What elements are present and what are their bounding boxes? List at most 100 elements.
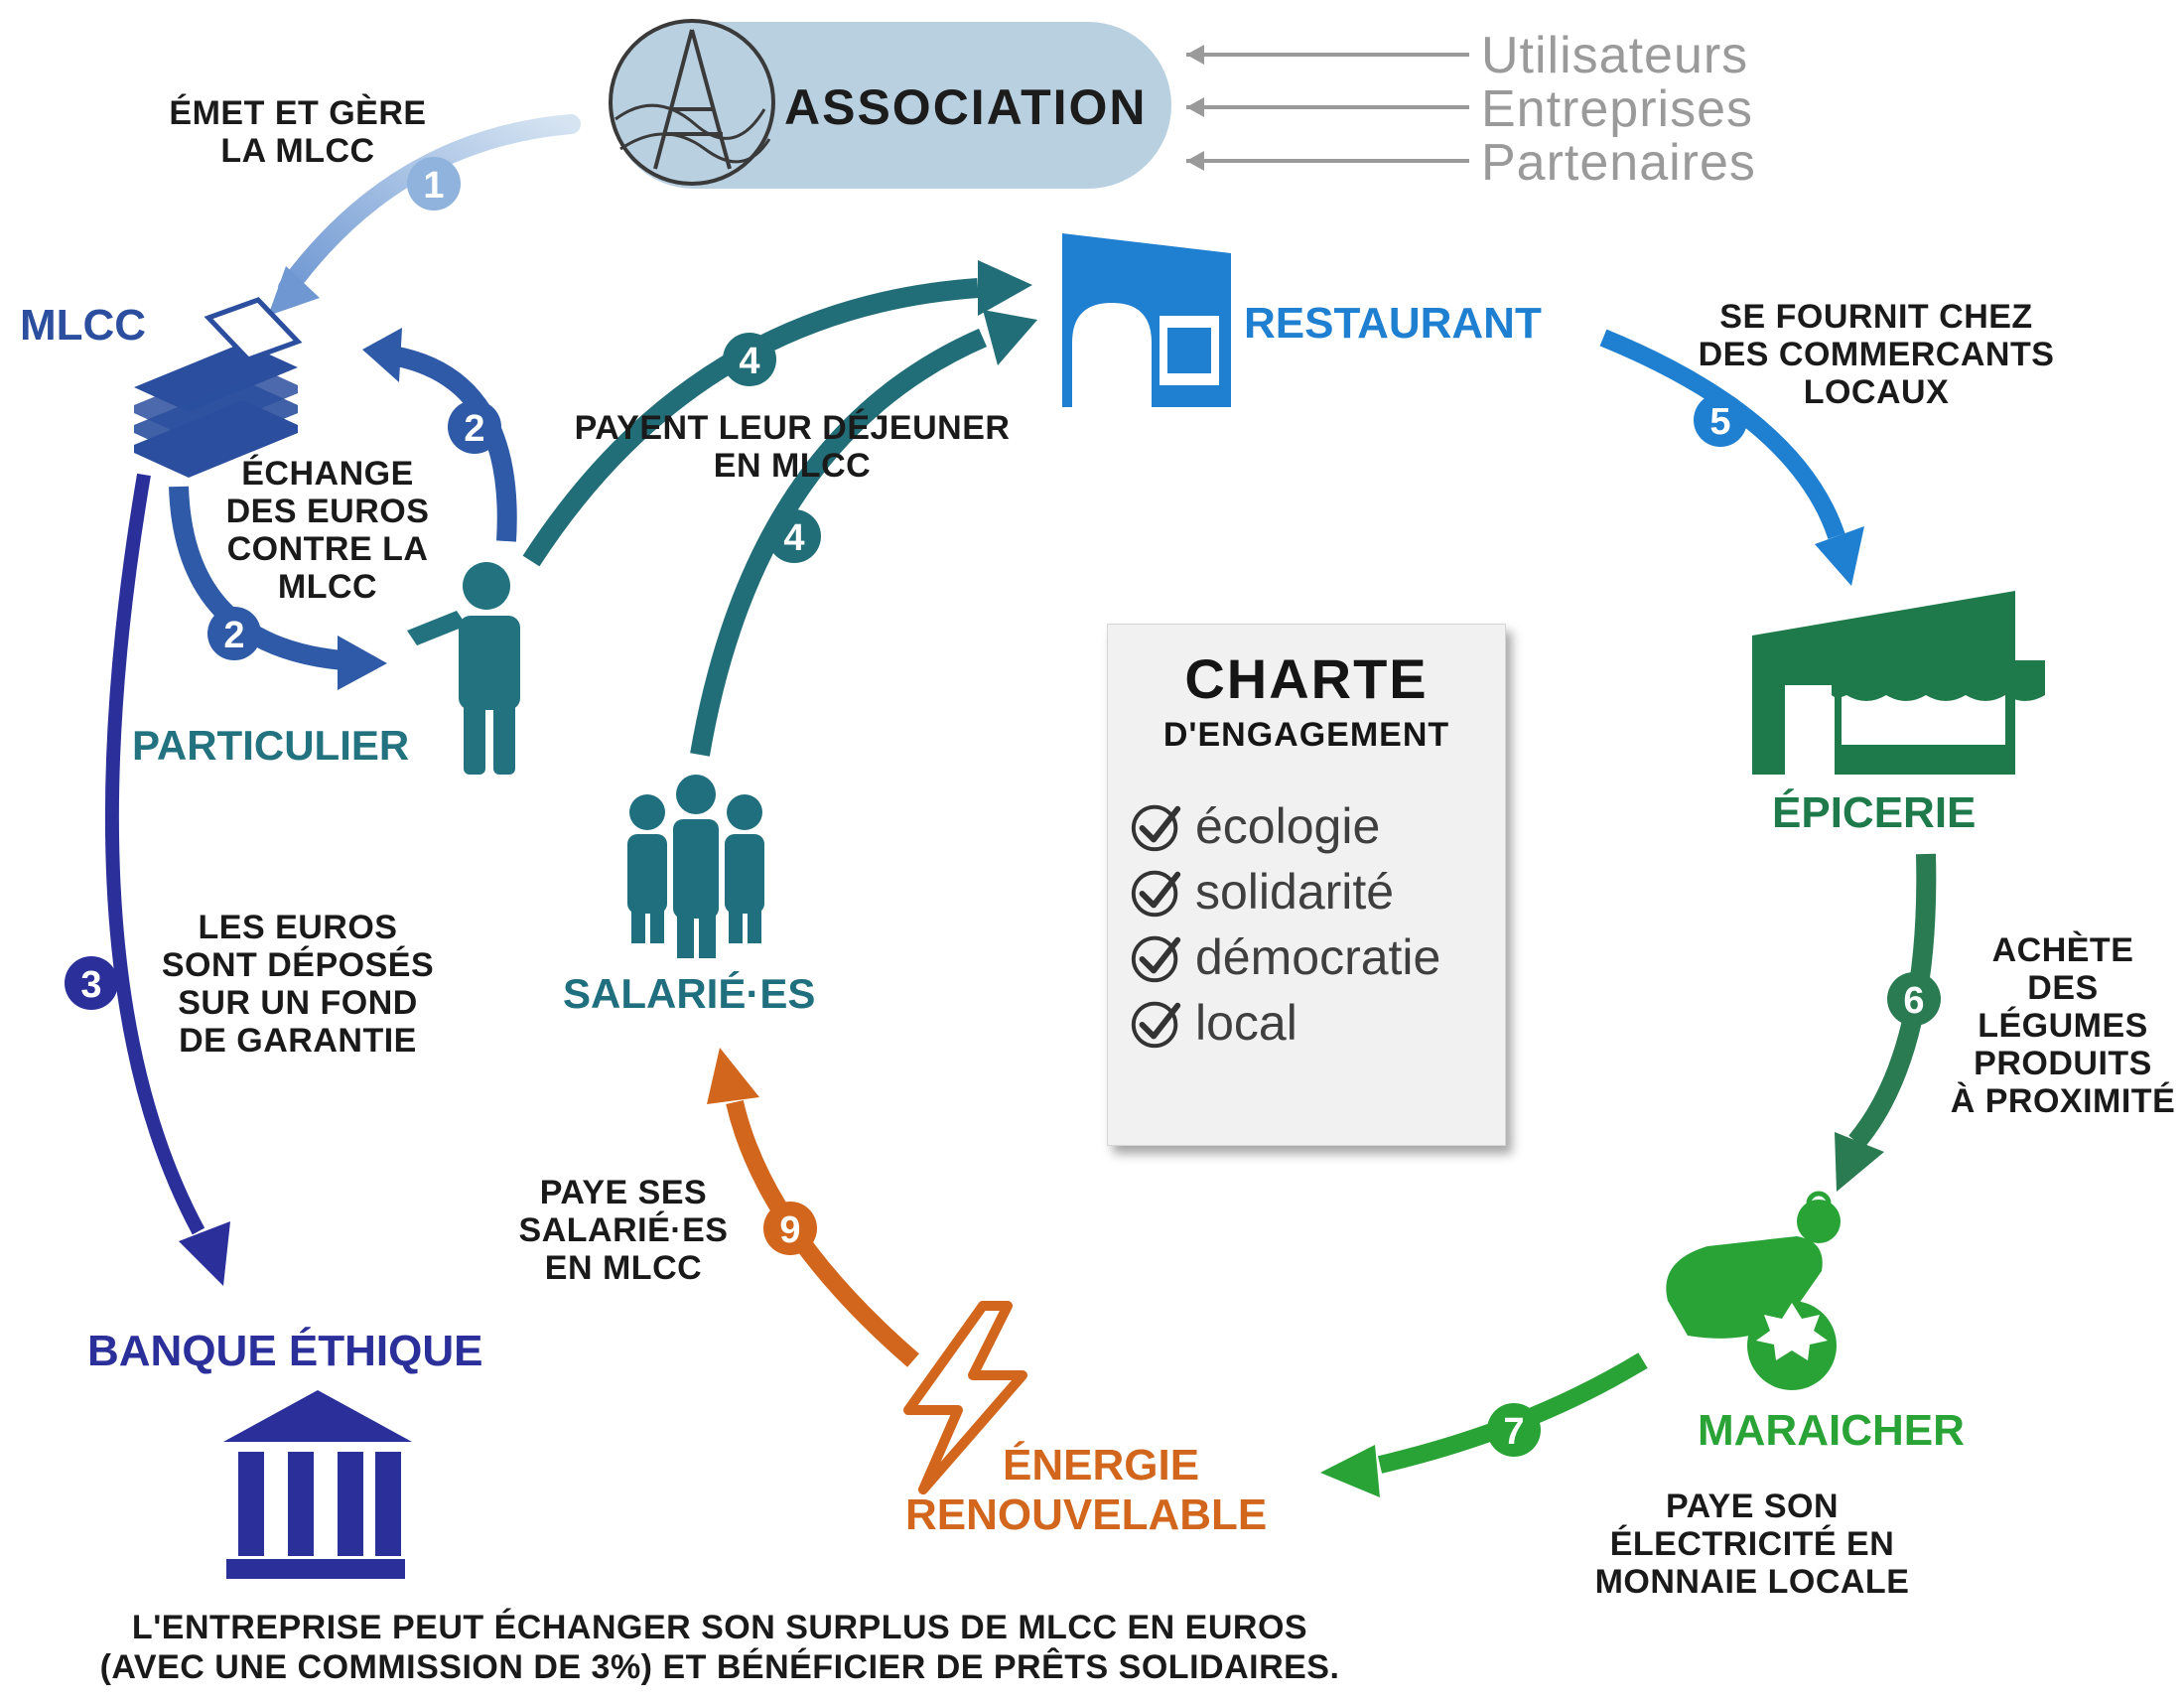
arrow-head-5	[1815, 526, 1864, 586]
charte-subtitle: D'ENGAGEMENT	[1162, 716, 1450, 754]
arrow-head-1	[268, 266, 320, 316]
step-6-number: 6	[1903, 980, 1924, 1022]
svg-text:ÉCHANGE: ÉCHANGE	[241, 455, 414, 493]
charte-item: solidarité	[1128, 859, 1440, 924]
arrow-head-9	[707, 1048, 759, 1104]
footer-note: L'ENTREPRISE PEUT ÉCHANGER SON SURPLUS D…	[100, 1609, 1340, 1686]
arrow-head-6	[1835, 1132, 1884, 1192]
footer-line-1: L'ENTREPRISE PEUT ÉCHANGER SON SURPLUS D…	[132, 1609, 1307, 1646]
arrow-step-2b	[169, 486, 343, 670]
lightning-icon	[903, 1301, 1027, 1494]
arrow-step-3	[104, 473, 205, 1235]
restaurant-icon	[1062, 233, 1231, 407]
caption-step-9: PAYE SES SALARIÉ·ES EN MLCC	[519, 1174, 729, 1287]
charte-card: CHARTE D'ENGAGEMENT écologie solidarité …	[1107, 624, 1506, 1146]
charte-item: écologie	[1128, 793, 1440, 859]
svg-text:SONT DÉPOSÉS: SONT DÉPOSÉS	[162, 946, 434, 984]
step-4b-number: 4	[783, 517, 804, 559]
svg-text:SUR UN FOND: SUR UN FOND	[178, 984, 418, 1022]
caption-step-6: ACHÈTE DES LÉGUMES PRODUITS À PROXIMITÉ	[1951, 931, 2176, 1120]
svg-text:ACHÈTE: ACHÈTE	[1992, 931, 2134, 969]
label-energie-line1: ÉNERGIE	[1003, 1440, 1199, 1489]
audience-arrows	[1186, 45, 1469, 171]
step-5-number: 5	[1709, 401, 1730, 443]
arrow-head-7	[1320, 1445, 1380, 1497]
step-4a-number: 4	[739, 341, 759, 382]
svg-text:CONTRE LA: CONTRE LA	[227, 530, 429, 568]
checkmark-icon	[1131, 870, 1181, 918]
svg-text:SALARIÉ·ES: SALARIÉ·ES	[519, 1211, 729, 1249]
svg-text:ÉLECTRICITÉ EN: ÉLECTRICITÉ EN	[1610, 1525, 1895, 1563]
audience-partenaires: Partenaires	[1481, 134, 1756, 192]
svg-text:EN MLCC: EN MLCC	[545, 1249, 702, 1287]
svg-text:PRODUITS: PRODUITS	[1974, 1045, 2152, 1082]
caption-step-1: ÉMET ET GÈRE LA MLCC	[169, 94, 426, 170]
charte-item: local	[1128, 990, 1440, 1056]
arrow-step-4b	[690, 328, 987, 757]
caption-step-5: SE FOURNIT CHEZ DES COMMERCANTS LOCAUX	[1699, 298, 2055, 411]
step-badges: 1 2 2 3 4 4 5 6 7 9	[65, 157, 1941, 1457]
svg-text:LES EUROS: LES EUROS	[199, 909, 398, 946]
label-banque: BANQUE ÉTHIQUE	[87, 1326, 482, 1375]
svg-text:SE FOURNIT CHEZ: SE FOURNIT CHEZ	[1719, 298, 2032, 336]
svg-text:ÉMET ET GÈRE: ÉMET ET GÈRE	[169, 94, 426, 132]
svg-text:MONNAIE LOCALE: MONNAIE LOCALE	[1595, 1563, 1910, 1601]
person-icon	[407, 562, 520, 775]
arrow-head-2b	[338, 636, 387, 690]
charte-item-label: solidarité	[1195, 864, 1395, 920]
charte-item: démocratie	[1128, 924, 1440, 990]
arrow-head-4a	[978, 260, 1032, 316]
money-stack-icon	[134, 297, 303, 478]
step-1-number: 1	[423, 165, 444, 207]
svg-text:PAYE SON: PAYE SON	[1666, 1488, 1839, 1525]
charte-list: écologie solidarité démocratie local	[1128, 793, 1440, 1056]
svg-text:PAYENT LEUR DÉJEUNER: PAYENT LEUR DÉJEUNER	[575, 409, 1011, 447]
group-icon	[627, 775, 764, 958]
checkmark-icon	[1131, 935, 1181, 983]
svg-text:DES COMMERCANTS: DES COMMERCANTS	[1699, 336, 2055, 373]
svg-text:MLCC: MLCC	[278, 568, 377, 606]
footer-line-2: (AVEC UNE COMMISSION DE 3%) ET BÉNÉFICIE…	[100, 1648, 1340, 1686]
charte-item-label: écologie	[1195, 798, 1381, 854]
label-epicerie: ÉPICERIE	[1772, 787, 1976, 837]
vegetables-icon	[1666, 1191, 1841, 1390]
association-pill	[611, 22, 1171, 189]
arrow-head-4b	[983, 310, 1037, 365]
caption-step-7: PAYE SON ÉLECTRICITÉ EN MONNAIE LOCALE	[1595, 1488, 1910, 1601]
arrow-step-9	[726, 1099, 919, 1367]
svg-text:PAYE SES: PAYE SES	[540, 1174, 707, 1211]
svg-text:LÉGUMES: LÉGUMES	[1978, 1007, 2148, 1045]
charte-item-label: local	[1195, 995, 1297, 1051]
caption-step-3: LES EUROS SONT DÉPOSÉS SUR UN FOND DE GA…	[162, 909, 434, 1060]
step-2b-number: 2	[223, 615, 244, 656]
svg-text:EN MLCC: EN MLCC	[714, 447, 871, 485]
epicerie-icon	[1752, 591, 2045, 775]
caption-step-4: PAYENT LEUR DÉJEUNER EN MLCC	[575, 409, 1011, 485]
association-logo-icon	[609, 19, 775, 186]
svg-text:À PROXIMITÉ: À PROXIMITÉ	[1951, 1082, 2176, 1120]
association-label: ASSOCIATION	[784, 79, 1148, 135]
step-9-number: 9	[779, 1209, 800, 1251]
charte-item-label: démocratie	[1195, 929, 1441, 985]
checkmark-icon	[1131, 1001, 1181, 1049]
step-7-number: 7	[1503, 1411, 1524, 1453]
audience-utilisateurs: Utilisateurs	[1481, 27, 1748, 84]
step-3-number: 3	[80, 964, 101, 1006]
audience-entreprises: Entreprises	[1481, 80, 1753, 138]
label-salaries: SALARIÉ·ES	[563, 970, 815, 1017]
label-restaurant: RESTAURANT	[1244, 299, 1542, 348]
label-mlcc: MLCC	[20, 301, 146, 350]
bank-icon	[223, 1390, 412, 1579]
label-energie-line2: RENOUVELABLE	[905, 1490, 1267, 1539]
arrow-step-5	[1599, 329, 1845, 539]
svg-text:LA MLCC: LA MLCC	[220, 132, 374, 170]
caption-step-2: ÉCHANGE DES EUROS CONTRE LA MLCC	[226, 455, 430, 606]
svg-text:DE GARANTIE: DE GARANTIE	[179, 1022, 417, 1060]
label-particulier: PARTICULIER	[132, 722, 409, 769]
label-maraicher: MARAICHER	[1698, 1406, 1965, 1455]
svg-text:DES EUROS: DES EUROS	[226, 493, 430, 530]
arrow-head-3	[179, 1221, 230, 1286]
charte-title: CHARTE	[1184, 647, 1429, 710]
